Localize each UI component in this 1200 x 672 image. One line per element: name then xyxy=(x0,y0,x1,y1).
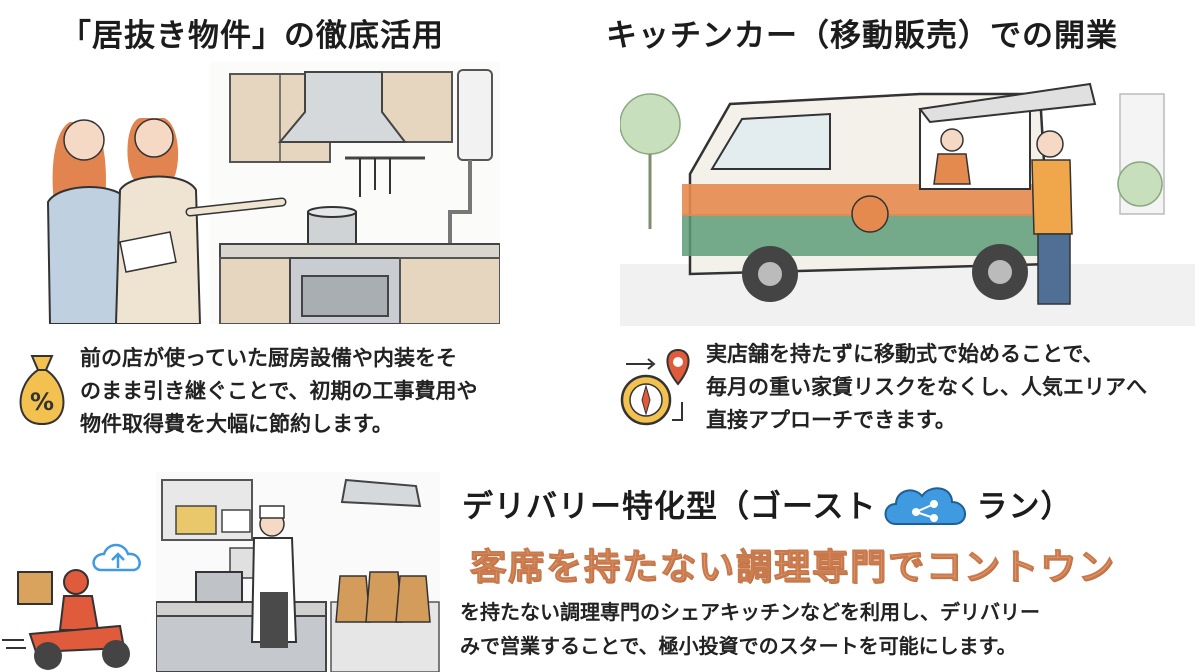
kitchen-car-illustration xyxy=(620,82,1195,326)
section2-description: 実店舗を持たずに移動式で始めることで、 毎月の重い家賃リスクをなくし、人気エリア… xyxy=(706,338,1147,437)
section2-line: 実店舗を持たずに移動式で始めることで、 xyxy=(706,342,1104,366)
section3-description: を持たない調理専門のシェアキッチンなどを利用し、デリバリー みで営業することで、… xyxy=(460,595,1040,663)
section2-line: 直接アプローチできます。 xyxy=(706,408,956,432)
compass-location-icon xyxy=(620,348,690,426)
section3-title-suffix: ラン） xyxy=(976,489,1073,525)
section3-title-prefix: デリバリー特化型（ゴースト xyxy=(462,489,877,525)
section1-line: 前の店が使っていた厨房設備や内装をそ xyxy=(80,346,457,370)
cloud-share-icon xyxy=(884,486,967,525)
section1-description: 前の店が使っていた厨房設備や内装をそ のまま引き継ぐことで、初期の工事費用や 物… xyxy=(80,342,478,441)
section1-line: のまま引き継ぐことで、初期の工事費用や xyxy=(80,379,478,403)
delivery-scooter-icon xyxy=(2,543,141,670)
section1-title: 「居抜き物件」の徹底活用 xyxy=(60,18,444,54)
money-bag-icon: % xyxy=(19,355,65,426)
percent-symbol: % xyxy=(30,388,54,416)
section3-line: を持たない調理専門のシェアキッチンなどを利用し、デリバリー xyxy=(460,600,1040,624)
section2-line: 毎月の重い家賃リスクをなくし、人気エリアへ xyxy=(706,375,1147,399)
section3-subtitle: 客席を持たない調理専門でコントウン xyxy=(469,547,1117,589)
section3-line: みで営業することで、極小投資でのスタートを可能にします。 xyxy=(460,634,1017,658)
section3-title: デリバリー特化型（ゴースト ラン） xyxy=(462,481,1072,526)
ghost-kitchen-illustration xyxy=(156,472,440,672)
kitchen-illustration xyxy=(46,62,500,324)
section1-line: 物件取得費を大幅に節約します。 xyxy=(80,412,393,436)
section2-title: キッチンカー（移動販売）での開業 xyxy=(606,18,1118,54)
